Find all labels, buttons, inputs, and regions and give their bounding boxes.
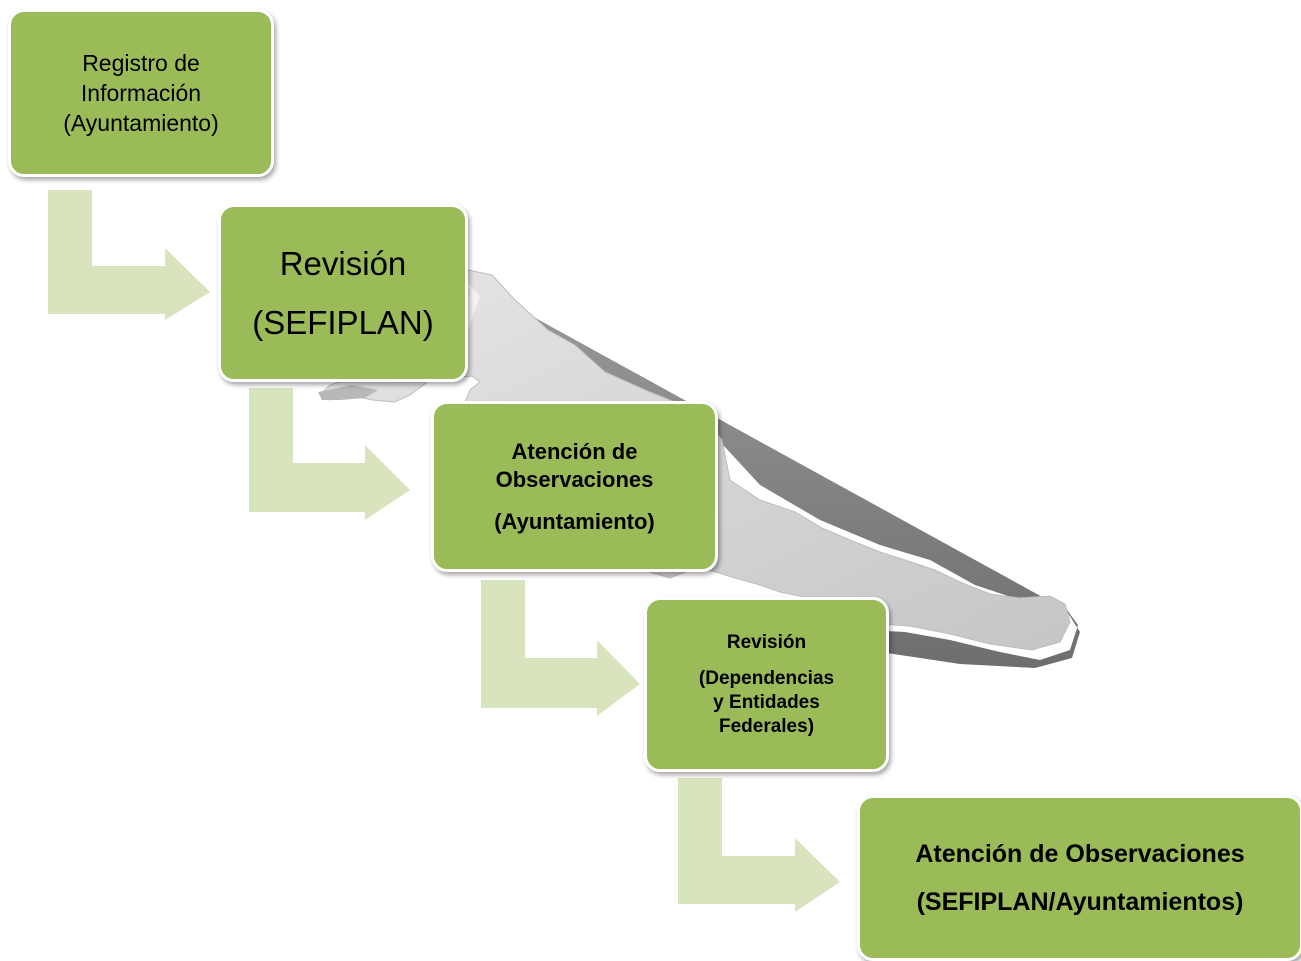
step-5-line-1: Atención de Observaciones — [915, 840, 1245, 868]
step-4-line-3: y Entidades — [713, 691, 820, 713]
step-4-line-1: Revisión — [726, 631, 807, 653]
map-side — [470, 282, 1080, 668]
step-box-revision-sefiplan: Revisión (SEFIPLAN) — [218, 204, 468, 382]
step-4-line-2: (Dependencias — [698, 667, 835, 689]
map-ridge — [462, 276, 480, 330]
step-1-line-1: Registro de — [82, 50, 200, 76]
step-2-line-1: Revisión — [279, 245, 407, 282]
step-1-line-2: Información — [80, 80, 202, 106]
step-2-line-2: (SEFIPLAN) — [252, 304, 434, 341]
step-1-line-3: (Ayuntamiento) — [63, 110, 219, 136]
step-box-registro: Registro de Información (Ayuntamiento) — [8, 9, 274, 177]
step-5-line-2: (SEFIPLAN/Ayuntamientos) — [916, 888, 1244, 916]
step-3-line-2: Observaciones — [495, 466, 654, 492]
step-box-revision-dependencias: Revisión (Dependencias y Entidades Feder… — [644, 597, 889, 772]
step-3-line-3: (Ayuntamiento) — [494, 508, 655, 534]
step-4-line-4: Federales) — [718, 715, 815, 737]
step-box-atencion-ayuntamiento: Atención de Observaciones (Ayuntamiento) — [431, 401, 718, 572]
step-box-atencion-sefiplan-ayuntamientos: Atención de Observaciones (SEFIPLAN/Ayun… — [857, 795, 1301, 961]
step-3-line-1: Atención de — [511, 438, 638, 464]
